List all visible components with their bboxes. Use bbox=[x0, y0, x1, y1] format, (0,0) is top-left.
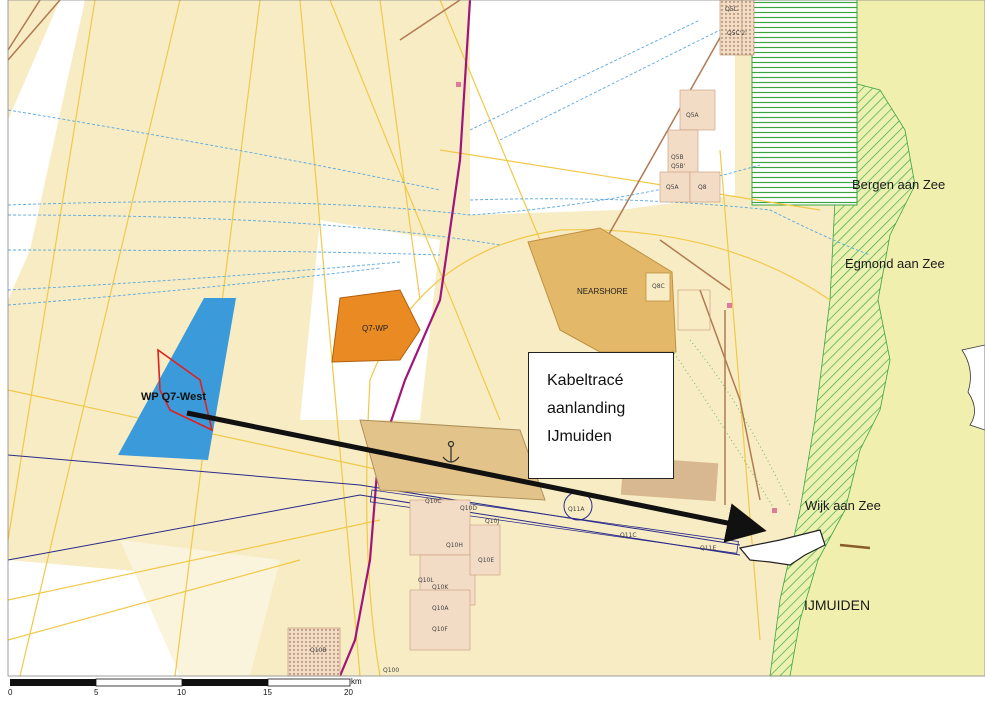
block-label: Q11C bbox=[620, 532, 637, 539]
scale-unit: km bbox=[351, 677, 362, 686]
scale-tick: 0 bbox=[8, 688, 13, 697]
dotted-blocks bbox=[287, 0, 755, 677]
dune-zone bbox=[769, 79, 916, 677]
block-label: Q11A bbox=[568, 506, 585, 513]
block-label: Q10F bbox=[432, 626, 448, 633]
callout-line-3: IJmuiden bbox=[547, 428, 612, 445]
block-label: Q10E bbox=[478, 557, 495, 564]
block-label: Q10B bbox=[310, 647, 327, 654]
striped-zone bbox=[751, 0, 858, 206]
block-label: Q5C'2' bbox=[727, 30, 747, 37]
cable-route-arrow bbox=[186, 410, 767, 543]
block-label: Q11E bbox=[700, 545, 717, 552]
q7wp-zone bbox=[331, 289, 421, 363]
windpark-outline bbox=[157, 348, 214, 432]
nearshore-zone bbox=[527, 227, 677, 353]
block-label: Q5A bbox=[666, 184, 679, 191]
ijmuiden-harbour bbox=[738, 529, 826, 566]
scale-bar: 0 5 10 15 20 km bbox=[8, 677, 362, 707]
windpark-label: WP Q7-West bbox=[141, 391, 206, 403]
block-label: Q100 bbox=[383, 667, 400, 674]
block-label: Q10L bbox=[418, 577, 434, 584]
block-label: Q10A bbox=[432, 605, 449, 612]
licence-blocks bbox=[409, 89, 721, 651]
scale-tick: 15 bbox=[263, 688, 272, 697]
pipelines bbox=[7, 0, 761, 505]
markers bbox=[456, 82, 777, 513]
block-label: Q5C bbox=[725, 6, 738, 13]
scale-tick: 10 bbox=[177, 688, 186, 697]
block-label: Q5A bbox=[686, 112, 699, 119]
block-label: Q5B bbox=[671, 154, 684, 161]
place-bergen: Bergen aan Zee bbox=[852, 177, 946, 192]
block-label: Q8C bbox=[652, 283, 665, 290]
q7wp-label: Q7-WP bbox=[362, 324, 389, 333]
block-label: Q10C bbox=[425, 498, 442, 505]
border-line bbox=[338, 0, 472, 677]
anchor-icon bbox=[442, 440, 460, 463]
block-label: Q10J bbox=[485, 518, 500, 525]
block-label: Q8 bbox=[698, 184, 707, 191]
block-label: Q5B' bbox=[671, 163, 686, 170]
nearshore-label: NEARSHORE bbox=[577, 287, 628, 296]
callout-line-1: Kabeltracé bbox=[547, 372, 624, 389]
block-label: Q10H bbox=[446, 542, 463, 549]
callout-line-2: aanlanding bbox=[547, 400, 626, 417]
anchorage-area bbox=[359, 419, 546, 501]
place-egmond: Egmond aan Zee bbox=[845, 256, 945, 271]
block-label: Q10D bbox=[460, 505, 477, 512]
place-ijmuiden: IJMUIDEN bbox=[804, 597, 871, 613]
scale-bar-graphic bbox=[10, 678, 351, 687]
cable-route-callout: Kabeltracé aanlanding IJmuiden bbox=[528, 352, 674, 479]
existing-cables bbox=[671, 339, 791, 511]
scale-tick: 5 bbox=[94, 688, 99, 697]
block-label: Q10K bbox=[432, 584, 449, 591]
place-wijk: Wijk aan Zee bbox=[805, 498, 881, 513]
scale-tick: 20 bbox=[344, 688, 353, 697]
